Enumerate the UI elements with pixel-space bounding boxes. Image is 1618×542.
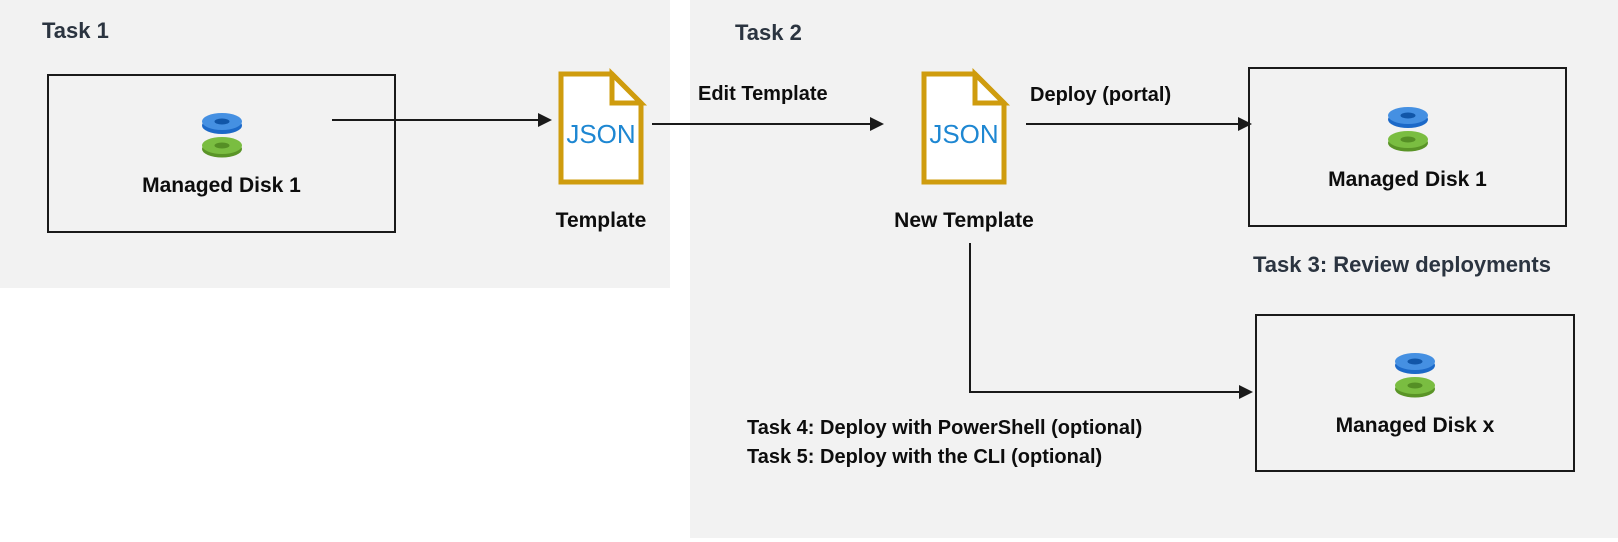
- managed-disk-icon: [1382, 103, 1434, 153]
- edit-template-arrow-line: [652, 123, 871, 125]
- edit-template-arrow-label: Edit Template: [698, 83, 828, 105]
- managed-disk-1-deployed-box: Managed Disk 1: [1248, 67, 1567, 227]
- managed-disk-icon: [1389, 349, 1441, 399]
- export-arrow-line: [332, 119, 539, 121]
- edit-template-arrow-head: [870, 117, 884, 131]
- cli-deploy-arrow-hline: [969, 391, 1240, 393]
- cli-deploy-arrow-vline: [969, 243, 971, 393]
- new-template-file-label: New Template: [894, 209, 1034, 232]
- cli-deploy-arrow-head: [1239, 385, 1253, 399]
- json-file-type-text: JSON: [929, 119, 999, 149]
- task5-line: Task 5: Deploy with the CLI (optional): [747, 446, 1103, 468]
- managed-disk-x-box: Managed Disk x: [1255, 314, 1575, 472]
- deploy-portal-arrow-label: Deploy (portal): [1030, 84, 1172, 106]
- task1-heading: Task 1: [42, 18, 109, 43]
- export-arrow-head: [538, 113, 552, 127]
- managed-disk-1-deployed-label: Managed Disk 1: [1328, 167, 1487, 191]
- new-template-file-group: JSON New Template: [864, 67, 1064, 233]
- json-file-type-text: JSON: [566, 119, 636, 149]
- task1-panel: [0, 0, 670, 288]
- task4-line: Task 4: Deploy with PowerShell (optional…: [747, 417, 1143, 439]
- managed-disk-1-source-box: Managed Disk 1: [47, 74, 396, 233]
- task3-heading: Task 3: Review deployments: [1253, 252, 1551, 277]
- template-file-group: JSON Template: [501, 67, 701, 233]
- deploy-portal-arrow-line: [1026, 123, 1239, 125]
- task2-heading: Task 2: [735, 20, 802, 45]
- json-file-icon: JSON: [919, 67, 1011, 187]
- task2-panel: [690, 0, 1618, 538]
- managed-disk-x-label: Managed Disk x: [1335, 413, 1495, 437]
- template-file-label: Template: [555, 209, 647, 232]
- task4-task5-text: Task 4: Deploy with PowerShell (optional…: [747, 414, 1142, 472]
- json-file-icon: JSON: [556, 67, 648, 187]
- managed-disk-1-source-label: Managed Disk 1: [142, 174, 301, 197]
- managed-disk-icon: [196, 109, 248, 159]
